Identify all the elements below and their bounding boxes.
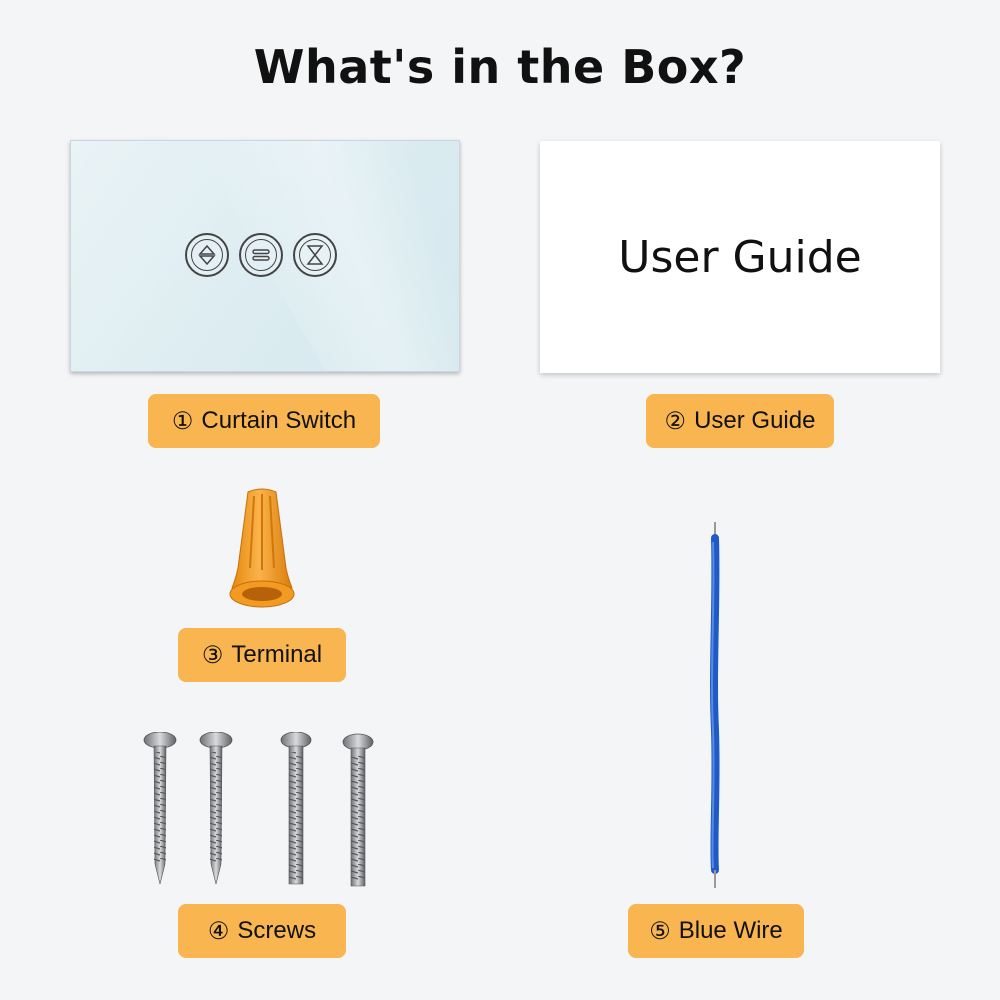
terminal-wire-nut-image (229, 488, 295, 608)
hourglass-icon (293, 233, 337, 277)
label-terminal: ③ Terminal (178, 628, 346, 682)
item-number: ④ (207, 917, 230, 945)
label-curtain-switch: ① Curtain Switch (148, 394, 380, 448)
page-title: What's in the Box? (253, 40, 747, 94)
item-label: Screws (237, 917, 317, 944)
item-label: Terminal (231, 641, 323, 668)
item-number: ② (664, 407, 687, 435)
item-label: Curtain Switch (201, 407, 357, 434)
label-user-guide: ② User Guide (646, 394, 834, 448)
item-number: ③ (201, 641, 224, 669)
blue-wire-image (710, 522, 720, 888)
item-label: Blue Wire (678, 917, 783, 944)
curtain-switch-image (70, 140, 460, 372)
label-screws: ④ Screws (178, 904, 346, 958)
item-number: ① (171, 407, 194, 435)
item-label: User Guide (694, 407, 816, 434)
guide-card-text: User Guide (618, 231, 862, 283)
pause-icon (239, 233, 283, 277)
label-blue-wire: ⑤ Blue Wire (628, 904, 804, 958)
item-number: ⑤ (649, 917, 671, 945)
user-guide-image: User Guide (540, 141, 940, 373)
screws-image (143, 732, 374, 887)
up-down-arrow-icon (185, 233, 229, 277)
